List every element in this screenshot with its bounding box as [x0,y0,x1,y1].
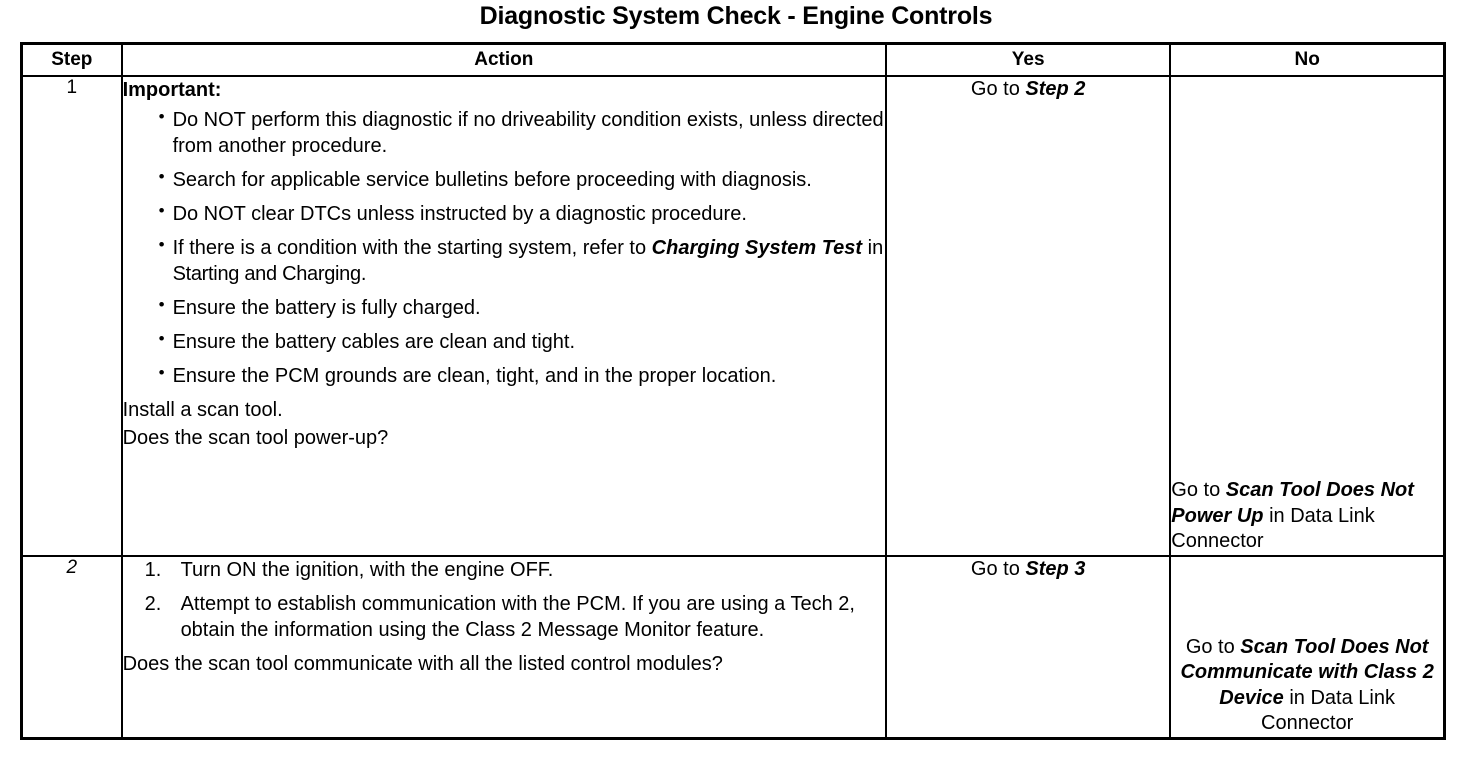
no-text-middle: in [1263,504,1291,527]
diagnostic-table-wrapper: Step Action Yes No 1 Important: Do NOT p… [20,42,1446,740]
list-item: Ensure the PCM grounds are clean, tight,… [123,362,886,389]
reference-section: Starting and Charging [172,263,362,285]
action-cell: Turn ON the ignition, with the engine OF… [120,555,888,740]
procedure-numbered-list: Turn ON the ignition, with the engine OF… [123,557,886,643]
yes-text-prefix: Go to [970,558,1026,580]
bullet-text-suffix: . [360,263,367,285]
table-header: Step Action Yes No [20,42,1446,77]
table-body: 1 Important: Do NOT perform this diagnos… [20,75,1446,740]
page-title: Diagnostic System Check - Engine Control… [479,2,993,30]
no-cell: Go to Scan Tool Does Not Power Up in Dat… [1169,75,1446,557]
step-number: 2 [66,557,78,578]
list-item: Ensure the battery cables are clean and … [123,328,886,355]
yes-text-prefix: Go to [970,78,1026,100]
no-text-prefix: Go to [1185,635,1241,658]
column-header-no: No [1169,42,1446,77]
reference-italic: Charging System Test [651,237,863,259]
list-item: Search for applicable service bulletins … [123,166,886,193]
step-number-cell: 1 [20,75,123,557]
no-procedure-reference: Scan Tool Does Not Communicate with Clas… [1180,635,1434,709]
action-instruction: Install a scan tool. [122,399,283,421]
precaution-bullet-list: Do NOT perform this diagnostic if no dri… [123,106,886,389]
action-cell: Important: Do NOT perform this diagnosti… [120,75,888,557]
no-cell: Go to Scan Tool Does Not Communicate wit… [1169,555,1446,740]
column-header-action: Action [120,42,888,77]
column-header-step: Step [20,42,123,77]
action-question: Does the scan tool communicate with all … [122,653,723,675]
yes-step-reference: Step 3 [1025,558,1086,580]
important-label: Important: [122,79,222,101]
step-number: 1 [66,77,78,98]
yes-cell: Go to Step 3 [885,555,1172,740]
list-item: Ensure the battery is fully charged. [123,294,886,321]
no-text-prefix: Go to [1171,479,1226,502]
bullet-text-middle: in [862,237,884,259]
action-question: Does the scan tool power-up? [122,427,389,449]
table-row: 1 Important: Do NOT perform this diagnos… [20,75,1446,557]
table-header-row: Step Action Yes No [20,42,1446,77]
step-number-cell: 2 [20,555,123,740]
diagnostic-table: Step Action Yes No 1 Important: Do NOT p… [20,42,1446,740]
list-item: Turn ON the ignition, with the engine OF… [145,557,554,583]
table-row: 2 Turn ON the ignition, with the engine … [20,555,1446,740]
list-item: Attempt to establish communication with … [145,591,855,641]
column-header-yes: Yes [885,42,1172,77]
list-item: Do NOT perform this diagnostic if no dri… [123,106,886,159]
yes-step-reference: Step 2 [1025,78,1086,100]
yes-cell: Go to Step 2 [885,75,1172,557]
no-text-middle: in [1283,686,1311,709]
no-section-reference: Data Link Connector [1261,686,1395,735]
no-section-reference: Data Link Connector [1171,504,1375,553]
list-item: Do NOT clear DTCs unless instructed by a… [123,200,886,227]
list-item-with-reference: If there is a condition with the startin… [123,234,886,287]
no-procedure-reference: Scan Tool Does Not Power Up [1171,479,1414,527]
bullet-text-prefix: If there is a condition with the startin… [172,237,652,259]
